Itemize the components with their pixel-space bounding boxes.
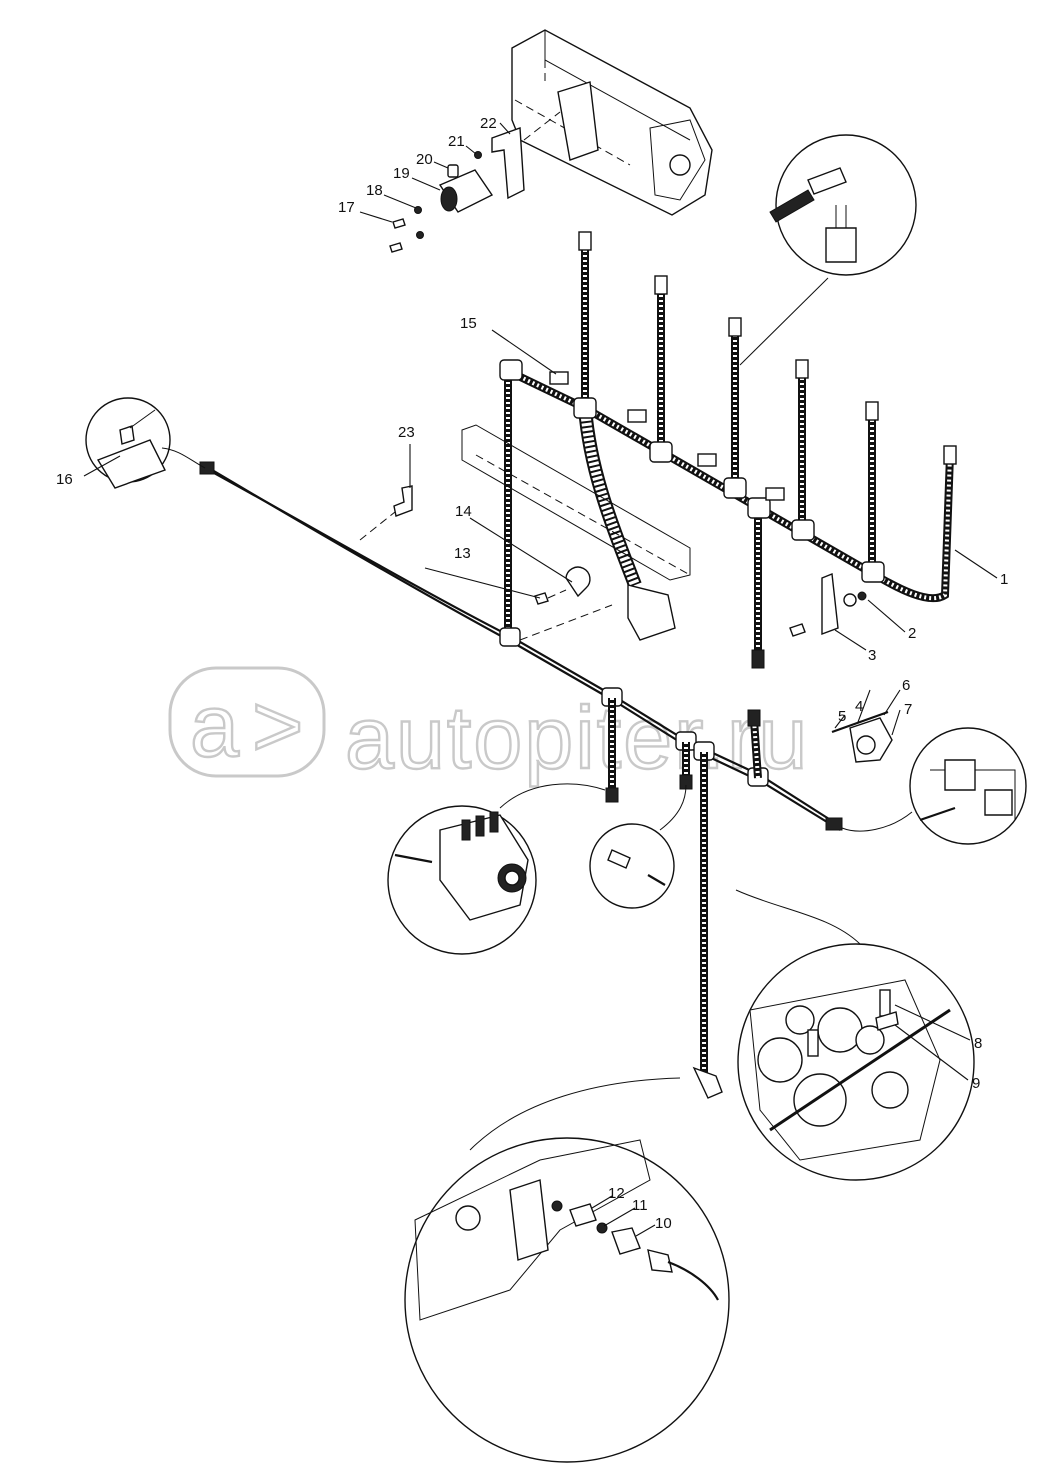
callout-17: 17 (338, 199, 355, 216)
clip-15-c (697, 453, 717, 467)
nut-2-b (857, 591, 867, 601)
housing-bracket (557, 81, 599, 161)
bolt-8 (879, 989, 891, 1017)
callout-12: 12 (608, 1185, 625, 1202)
callout-11: 11 (632, 1197, 648, 1214)
callout-21: 21 (448, 133, 465, 150)
clamp-14 (565, 566, 591, 598)
callout-10: 10 (655, 1215, 672, 1232)
callout-labels: 1 2 3 4 5 6 7 8 9 10 11 12 13 14 15 16 1… (56, 115, 1008, 1232)
watermark-logo-arrow: > (252, 676, 305, 775)
callout-3: 3 (868, 647, 876, 664)
washer-18-a (414, 206, 422, 214)
callout-23: 23 (398, 424, 415, 441)
callout-8: 8 (974, 1035, 982, 1052)
bolt-20 (447, 164, 459, 178)
callout-19: 19 (393, 165, 410, 182)
housing-body (511, 29, 713, 216)
clip-9 (875, 1011, 899, 1031)
callout-4: 4 (855, 698, 863, 715)
sensor-detail-4-7 (831, 710, 893, 763)
callout-1: 1 (1000, 571, 1008, 588)
callout-2: 2 (908, 625, 916, 642)
callout-16: 16 (56, 471, 73, 488)
nut-2-a (843, 593, 857, 607)
callout-5: 5 (838, 708, 846, 725)
watermark-logo-letter: a (190, 676, 241, 775)
clip-15-a (549, 371, 569, 385)
callout-22: 22 (480, 115, 497, 132)
watermark-logo-frame (168, 666, 326, 778)
callout-15: 15 (460, 315, 477, 332)
harness-long-wire (199, 461, 843, 1099)
bracket-3 (821, 573, 839, 636)
engine-rail-outline (359, 424, 867, 641)
callout-9: 9 (972, 1075, 980, 1092)
watermark-text: autopiter.ru (345, 688, 809, 787)
washer-18-b (416, 231, 424, 239)
leader-lines (83, 122, 998, 1237)
callout-7: 7 (904, 701, 912, 718)
harness-main (499, 231, 957, 669)
watermark: a > autopiter.ru (168, 666, 809, 788)
inset-right (841, 727, 1027, 845)
screw-17-a (392, 218, 406, 229)
callout-13: 13 (454, 545, 471, 562)
inset-left-16 (85, 397, 206, 489)
callout-18: 18 (366, 182, 383, 199)
mounting-bracket-22 (491, 127, 525, 200)
inset-top-right (739, 134, 917, 366)
bracket-23 (393, 485, 413, 517)
bolt-13 (534, 592, 549, 605)
clip-15-d (765, 487, 785, 501)
adapter-12 (569, 1203, 597, 1227)
inset-bottom-large (404, 1077, 730, 1463)
connector-ecu (627, 584, 676, 641)
callout-20: 20 (416, 151, 433, 168)
inset-cylinder-block (735, 889, 975, 1181)
callout-14: 14 (455, 503, 472, 520)
inset-small-sensor (589, 784, 687, 909)
callout-6: 6 (902, 677, 910, 694)
washer-21 (474, 151, 482, 159)
screw-17-b (389, 242, 403, 253)
seal-12 (551, 1200, 563, 1212)
inset-fuel-pump (387, 783, 606, 955)
bolt-3 (789, 623, 806, 637)
clip-15-b (627, 409, 647, 423)
top-housing-assembly (389, 29, 713, 253)
sensor-10 (611, 1227, 641, 1255)
